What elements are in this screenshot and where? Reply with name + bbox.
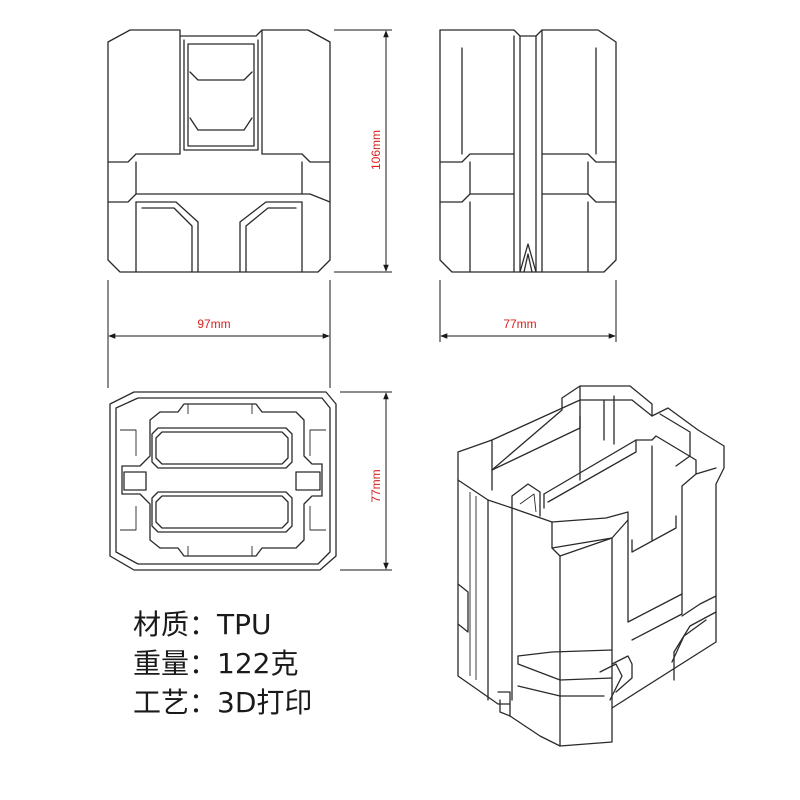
spec-separator: ： xyxy=(189,686,218,719)
spec-material-value: TPU xyxy=(217,608,272,641)
top-view xyxy=(109,391,337,571)
dimension-height: 106mm xyxy=(369,130,383,170)
isometric-view xyxy=(457,385,725,747)
spec-process-value: 3D打印 xyxy=(217,686,313,719)
dimension-side-width: 77mm xyxy=(503,317,536,331)
spec-weight-value: 122克 xyxy=(217,647,299,680)
dimension-top-depth: 77mm xyxy=(369,469,383,502)
spec-weight-label: 重量 xyxy=(133,647,190,680)
spec-weight: 重量：122克 xyxy=(133,647,312,686)
dimension-front-width: 97mm xyxy=(197,317,230,331)
spec-list: 材质：TPU 重量：122克 工艺：3D打印 xyxy=(133,608,312,725)
dimension-lines xyxy=(107,29,617,571)
spec-separator: ： xyxy=(189,647,218,680)
spec-process-label: 工艺 xyxy=(133,686,190,719)
spec-material-label: 材质 xyxy=(133,608,190,641)
front-view xyxy=(107,29,331,273)
spec-separator: ： xyxy=(189,608,218,641)
spec-material: 材质：TPU xyxy=(133,608,312,647)
spec-process: 工艺：3D打印 xyxy=(133,686,312,725)
side-view xyxy=(439,29,617,273)
